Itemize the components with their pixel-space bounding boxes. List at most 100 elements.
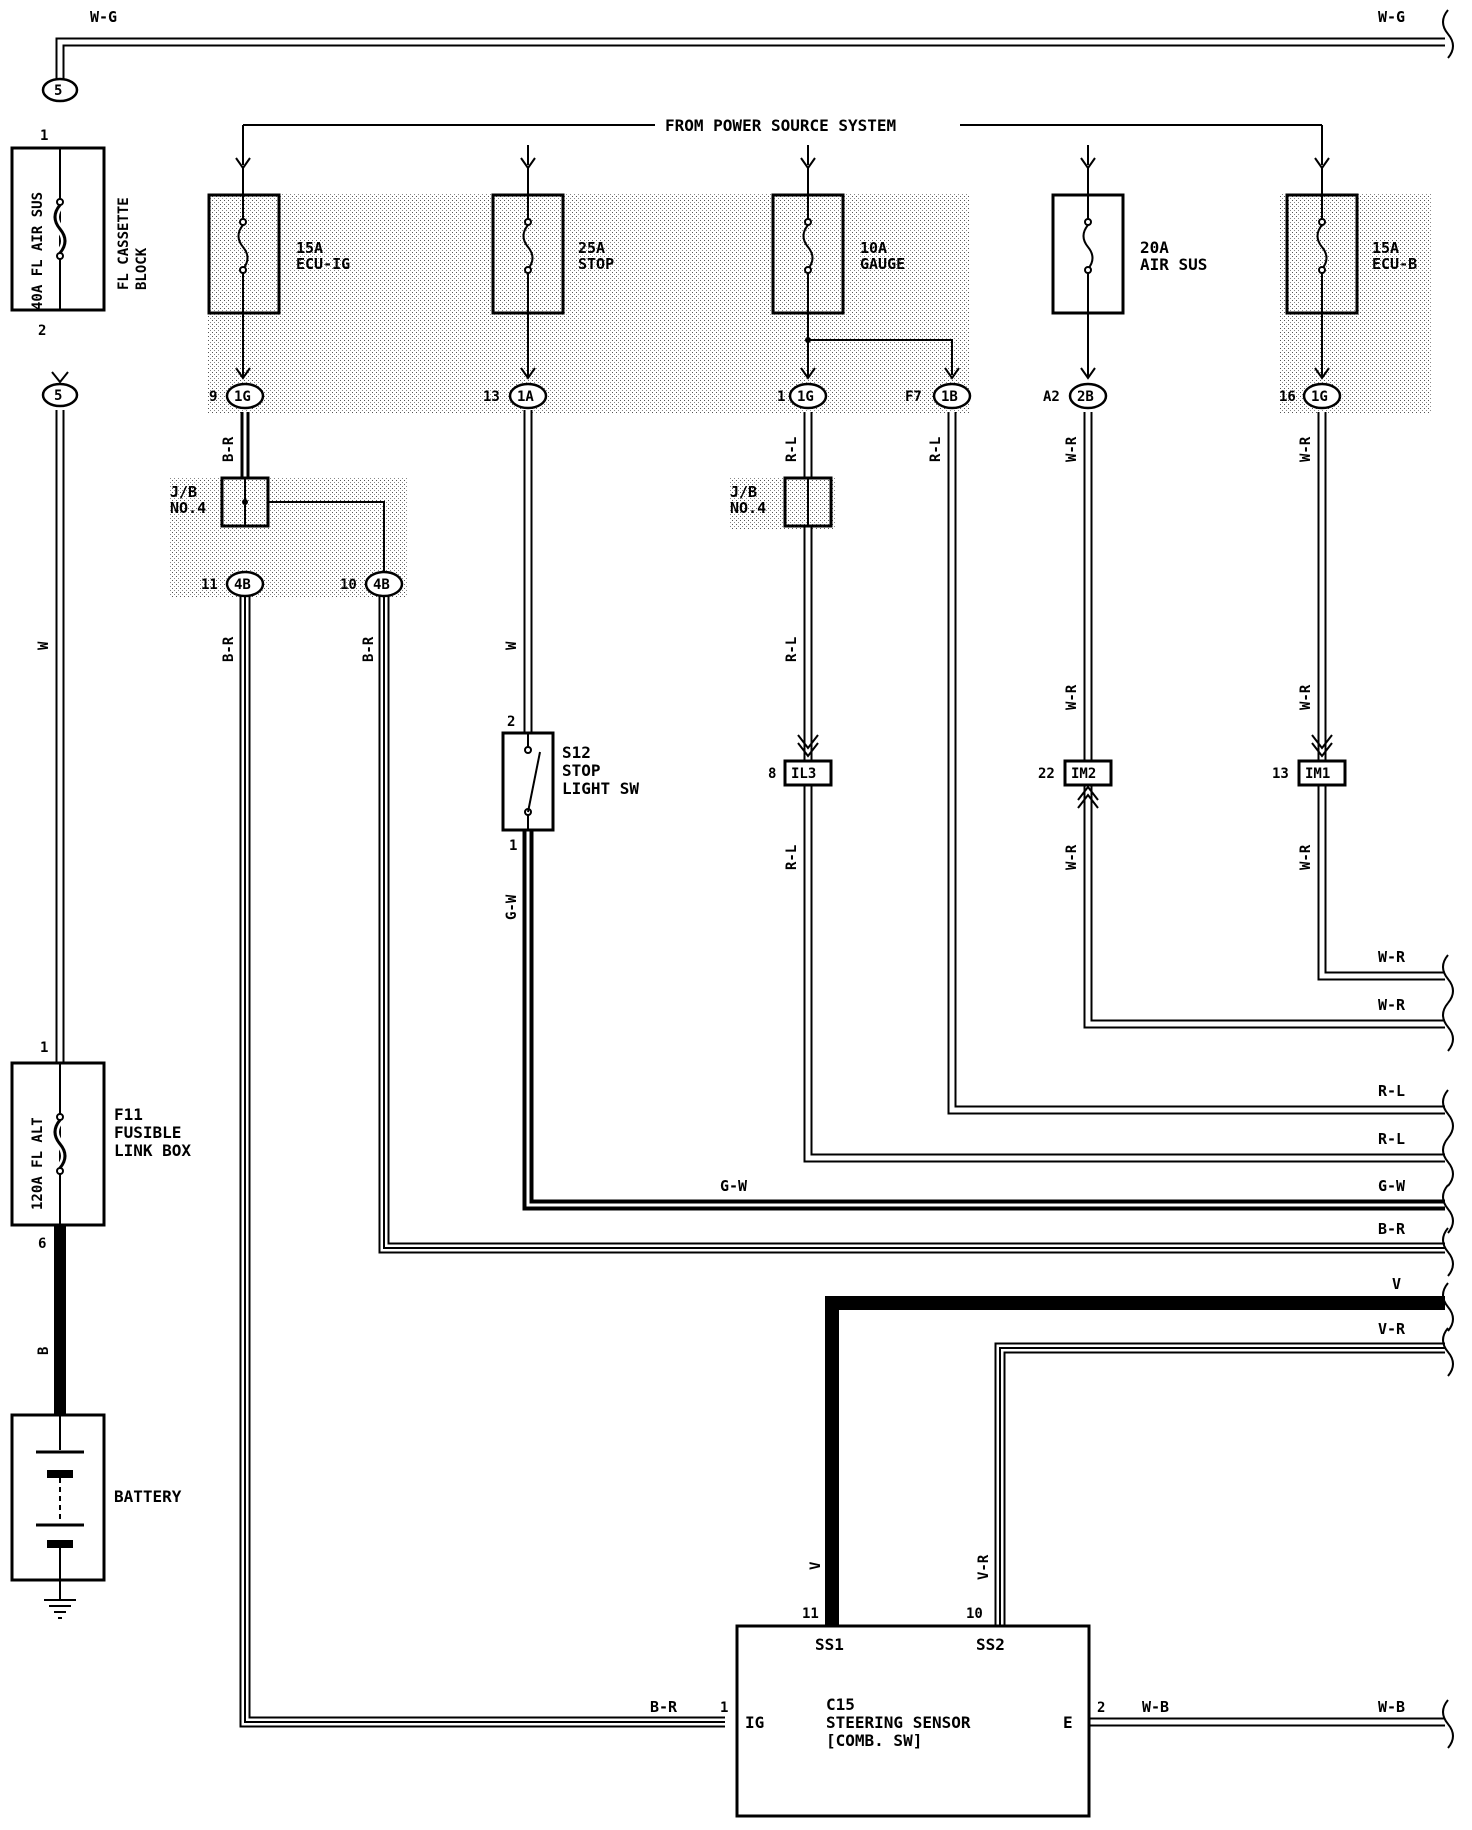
fuse-gauge-name: GAUGE [860,255,905,273]
connector-im1-pin: 13 [1272,766,1289,782]
svg-text:V-R: V-R [976,1554,992,1580]
sensor-line2: [COMB. SW] [826,1731,922,1750]
svg-text:W: W [504,641,520,650]
connector-13-pin: 13 [483,389,500,405]
fl-cassette-line1: FL CASSETTE [116,197,132,290]
svg-text:1G: 1G [1311,389,1328,405]
connector-a2-pin: A2 [1043,389,1060,405]
svg-text:IM1: IM1 [1305,766,1330,782]
battery-symbol [10,1413,106,1619]
fusible-link-line2: LINK BOX [114,1141,191,1160]
svg-text:W-R: W-R [1064,436,1080,462]
fuse-gauge [771,168,845,378]
sensor-pin-ss1: 11 [802,1606,819,1622]
sensor-pin-e: 2 [1097,1700,1105,1716]
fl-cassette-pin-bottom: 2 [38,323,46,339]
svg-text:IL3: IL3 [791,766,816,782]
jb4-mid-line1: J/B [730,483,757,501]
svg-text:W-G: W-G [90,8,117,26]
switch-pin-top: 2 [507,714,515,730]
connector-a2-2b: 2B [1068,382,1108,410]
svg-text:B-R: B-R [361,636,377,662]
fuse-gauge-amp: 10A [860,239,887,257]
sensor-ss1: SS1 [815,1635,844,1654]
svg-text:R-L: R-L [928,437,944,462]
connector-im2-pin: 22 [1038,766,1055,782]
svg-text:W-G: W-G [1378,8,1405,26]
jb4-left-line1: J/B [170,483,197,501]
connector-5-bottom: 5 [41,382,79,408]
wire-gw [522,830,1445,1211]
svg-text:R-L: R-L [1378,1082,1405,1100]
connector-13-1a: 1A [508,382,548,410]
svg-text:W: W [36,641,52,650]
wire-v [825,1296,1445,1625]
switch-code: S12 [562,743,591,762]
switch-pin-bottom: 1 [509,838,517,854]
svg-text:IM2: IM2 [1071,766,1096,782]
wire-break-marks [1442,9,1454,1749]
sensor-e: E [1063,1713,1073,1732]
svg-text:V: V [808,1561,824,1570]
svg-text:5: 5 [54,388,62,404]
connector-1-pin: 1 [777,389,785,405]
svg-text:B-R: B-R [221,436,237,462]
connector-11-pin: 11 [201,577,218,593]
fuse-ecu-b [1285,168,1359,378]
sensor-ss2: SS2 [976,1635,1005,1654]
fusible-link-fuse: 120A FL ALT [10,1061,106,1227]
svg-text:R-L: R-L [784,637,800,662]
svg-text:G-W: G-W [720,1177,748,1195]
wire-wg [55,37,1445,96]
fuse-ecu-b-name: ECU-B [1372,255,1417,273]
svg-text:1G: 1G [234,389,251,405]
connector-im2: IM2 [1063,759,1113,787]
svg-text:4B: 4B [373,577,390,593]
svg-text:R-L: R-L [784,845,800,870]
fuse-ecu-ig [207,168,281,378]
sensor-pin-ss2: 10 [966,1606,983,1622]
svg-text:W-R: W-R [1064,684,1080,710]
svg-text:V: V [1392,1275,1401,1293]
fuse-air-sus-amp: 20A [1140,238,1169,257]
wire-br-right [378,595,1445,1254]
power-source-label: FROM POWER SOURCE SYSTEM [665,116,896,135]
jb4-box-mid [783,476,833,528]
fl-cassette-line2: BLOCK [134,247,150,290]
fusible-link-pin-top: 1 [40,1040,48,1056]
jb-shaded-area-left [207,193,969,413]
fuse-ecu-b-amp: 15A [1372,239,1399,257]
sensor-ig: IG [745,1713,764,1732]
svg-text:1B: 1B [941,389,958,405]
svg-text:4B: 4B [234,577,251,593]
connector-f7-1b: 1B [932,382,972,410]
svg-text:W-R: W-R [1064,844,1080,870]
svg-text:B-R: B-R [650,1698,678,1716]
connector-11-4b: 4B [225,570,265,598]
svg-text:1G: 1G [797,389,814,405]
connector-16-1g: 1G [1302,382,1342,410]
svg-text:B-R: B-R [1378,1220,1406,1238]
svg-text:W-B: W-B [1142,1698,1169,1716]
svg-text:G-W: G-W [504,894,520,920]
switch-line1: STOP [562,761,601,780]
connector-im1: IM1 [1297,759,1347,787]
wire-labels: W-G W-G W B B-R B-R B-R W G-W R-L R-L R-… [36,8,1406,1716]
fl-cassette-fuse-label: 40A FL AIR SUS [30,192,46,310]
svg-text:W-B: W-B [1378,1698,1405,1716]
jb4-box-left [220,476,270,528]
fl-cassette-fuse: 40A FL AIR SUS [10,146,106,312]
fuse-stop-name: STOP [578,255,614,273]
svg-text:B-R: B-R [221,636,237,662]
fusible-link-fuse-label: 120A FL ALT [30,1117,46,1210]
steering-sensor-box [735,1624,1091,1818]
connector-1-1g: 1G [788,382,828,410]
svg-text:1A: 1A [517,389,534,405]
connector-9-1g: 1G [225,382,265,410]
battery-label: BATTERY [114,1487,182,1506]
svg-text:W-R: W-R [1378,996,1406,1014]
sensor-pin-ig: 1 [720,1700,728,1716]
fusible-link-pin-bottom: 6 [38,1236,46,1252]
connector-il3-pin: 8 [768,766,776,782]
